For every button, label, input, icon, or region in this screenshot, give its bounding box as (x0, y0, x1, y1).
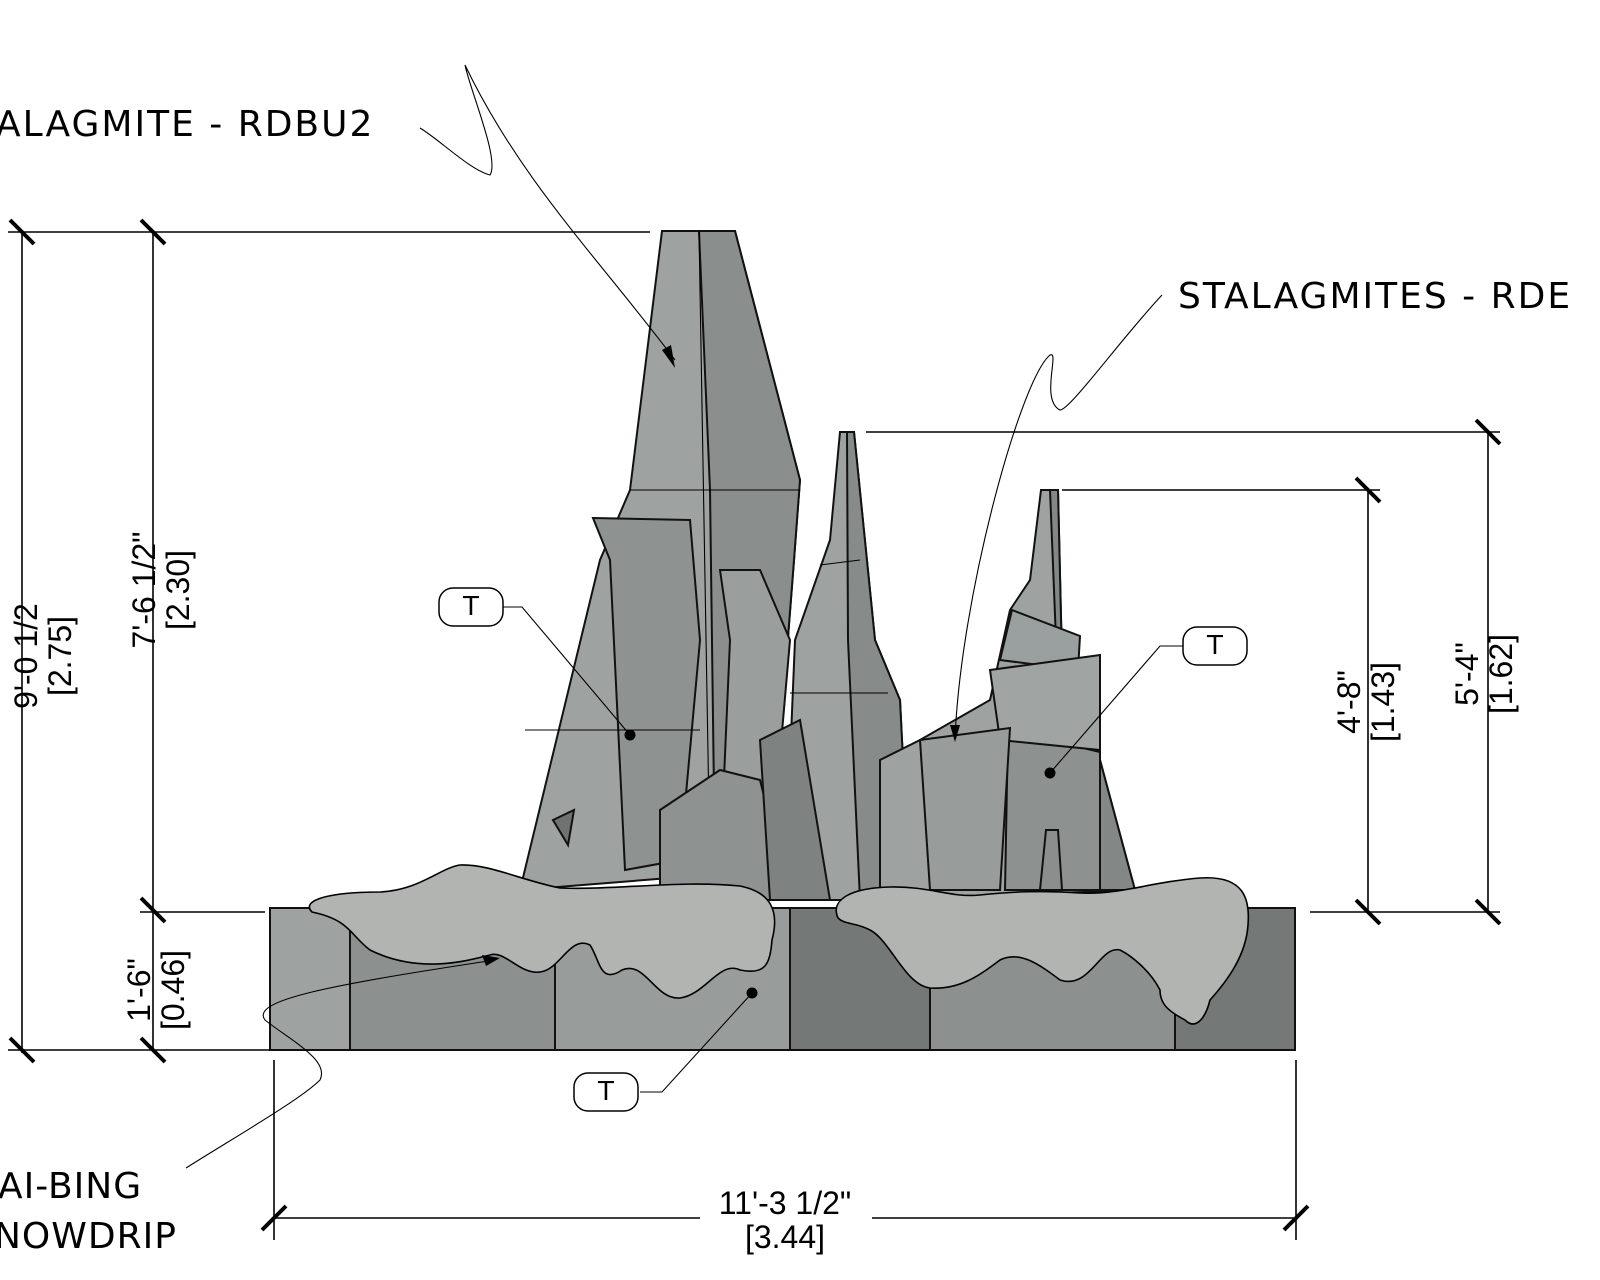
dim-main-stalagmite-height: 7'-6 1/2" [2.30] (126, 495, 196, 685)
tag-main-stalagmite[interactable] (438, 587, 504, 627)
tag-right-stalagmite[interactable] (1182, 626, 1248, 666)
dim-right-small-metric: [1.43] (1365, 661, 1401, 743)
label-snowdrip-line2: NOWDRIP (0, 1216, 177, 1257)
tag-base-text: T (598, 1077, 614, 1107)
snowdrip-left (308, 864, 776, 999)
dim-right-small-imperial: 4'-8" (1331, 670, 1367, 734)
tag-main-stalagmite-text: T (463, 592, 479, 622)
dim-overall-height-imperial: 9'-0 1/2 (8, 603, 44, 709)
leader-lines (185, 64, 1183, 1169)
label-stalagmite-rdbu2: ALAGMITE - RDBU2 (0, 104, 375, 145)
snowdrip-right (835, 877, 1250, 1025)
dim-overall-width: 11'-3 1/2" [3.44] (690, 1186, 880, 1254)
right-stalagmite-cluster (879, 489, 1137, 902)
dim-base-height: 1'-6" [0.46] (121, 930, 191, 1050)
dim-right-small: 4'-8" [1.43] (1331, 642, 1401, 762)
tag-right-stalagmite-text: T (1207, 631, 1223, 661)
dim-right-tall-imperial: 5'-4" (1449, 642, 1485, 706)
dim-base-height-imperial: 1'-6" (121, 958, 157, 1022)
dim-main-height-metric: [2.30] (160, 549, 196, 631)
dim-right-tall: 5'-4" [1.62] (1449, 614, 1519, 734)
dim-width-metric: [3.44] (744, 1219, 826, 1255)
tag-base[interactable] (573, 1072, 639, 1112)
dim-overall-height-metric: [2.75] (42, 615, 78, 697)
dimension-lines (8, 218, 1502, 1240)
dim-main-height-imperial: 7'-6 1/2" (126, 531, 162, 649)
label-stalagmites-right: STALAGMITES - RDE (1178, 276, 1573, 317)
dim-right-tall-metric: [1.62] (1483, 633, 1519, 715)
dim-base-height-metric: [0.46] (155, 949, 191, 1031)
label-snowdrip-line1: AI-BING (0, 1166, 143, 1207)
dim-width-imperial: 11'-3 1/2" (718, 1185, 852, 1221)
dim-overall-height: 9'-0 1/2 [2.75] (8, 571, 78, 741)
